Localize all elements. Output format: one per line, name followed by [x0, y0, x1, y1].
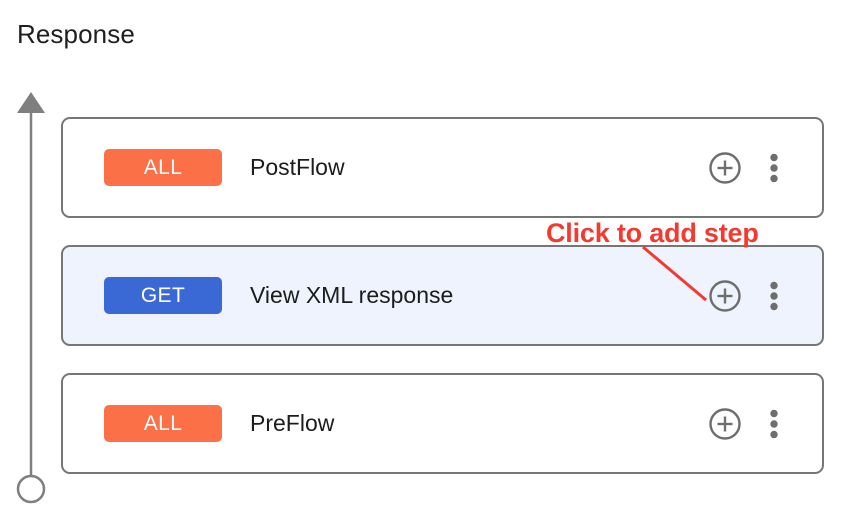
more-vertical-icon[interactable]: [762, 407, 786, 441]
step-row-postflow[interactable]: ALL PostFlow: [61, 117, 824, 218]
method-badge-all: ALL: [104, 405, 222, 442]
step-list: ALL PostFlow GET View XML response: [61, 117, 824, 501]
plus-circle-icon[interactable]: [708, 151, 742, 185]
step-row-preflow[interactable]: ALL PreFlow: [61, 373, 824, 474]
more-vertical-icon[interactable]: [762, 151, 786, 185]
step-row-view-xml-response[interactable]: GET View XML response: [61, 245, 824, 346]
arrow-up-icon: [17, 92, 45, 478]
step-name-label: View XML response: [250, 282, 454, 308]
method-badge-all: ALL: [104, 149, 222, 186]
row-actions: [708, 407, 786, 441]
page-title: Response: [17, 19, 135, 49]
row-actions: [708, 151, 786, 185]
circle-endpoint-icon: [16, 474, 46, 504]
annotation-click-to-add-step: Click to add step: [546, 218, 759, 248]
more-vertical-icon[interactable]: [762, 279, 786, 313]
plus-circle-icon[interactable]: [708, 279, 742, 313]
row-actions: [708, 279, 786, 313]
method-badge-get: GET: [104, 277, 222, 314]
step-name-label: PreFlow: [250, 410, 335, 436]
step-name-label: PostFlow: [250, 154, 345, 180]
plus-circle-icon[interactable]: [708, 407, 742, 441]
flow-direction-axis: [16, 92, 46, 504]
